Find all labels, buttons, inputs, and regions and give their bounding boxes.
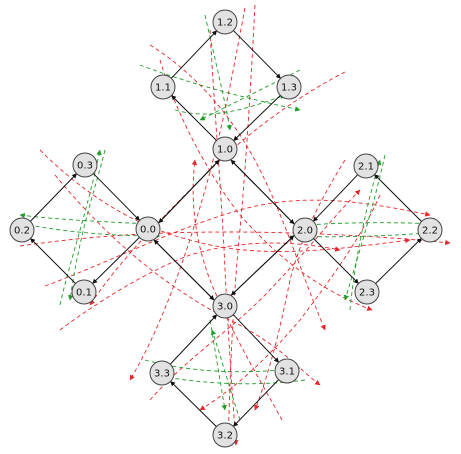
edge-2.0-to-1.0: [230, 159, 295, 225]
edge-2.0-to-2.3: [313, 238, 359, 284]
node-3-2: 3.2: [212, 422, 238, 448]
red-flow-curve: [59, 242, 341, 331]
node-label: 0.3: [77, 161, 93, 172]
green-flow-curve: [139, 64, 301, 112]
node-circle: [274, 358, 300, 384]
edge-0.2-to-0.3: [29, 173, 78, 222]
red-flow-curve: [149, 44, 326, 331]
node-label: 3.3: [154, 369, 170, 380]
node-label: 3.1: [279, 367, 295, 378]
node-label: 1.3: [281, 83, 297, 94]
green-flow-curve: [19, 212, 151, 225]
green-flow-curve: [174, 94, 286, 115]
node-label: 3.0: [217, 302, 233, 313]
node-circle: [212, 422, 238, 448]
node-circle: [212, 9, 238, 35]
green-flow-curve: [209, 319, 227, 411]
green-flow-curve: [59, 149, 102, 306]
node-1-1: 1.1: [150, 74, 176, 100]
node-circle: [417, 217, 443, 243]
node-label: 3.2: [217, 431, 233, 442]
node-label: 2.3: [359, 288, 375, 299]
node-circle: [212, 136, 238, 162]
flow-curves: [14, 4, 451, 446]
red-flow-curve: [149, 189, 361, 401]
node-3-1: 3.1: [274, 358, 300, 384]
node-circle: [150, 74, 176, 100]
node-circle: [353, 153, 379, 179]
red-flow-curve: [191, 159, 283, 421]
node-0-2: 0.2: [9, 217, 35, 243]
red-flow-curve: [19, 231, 451, 247]
node-label: 0.0: [140, 225, 156, 236]
node-label: 2.1: [358, 162, 374, 173]
node-circle: [212, 293, 238, 319]
node-3-3: 3.3: [149, 360, 175, 386]
red-flow-curve: [159, 59, 373, 311]
node-circle: [135, 216, 161, 242]
node-circle: [292, 217, 318, 243]
node-circle: [354, 279, 380, 305]
node-0-1: 0.1: [71, 279, 97, 305]
node-1-3: 1.3: [276, 74, 302, 100]
node-circle: [276, 74, 302, 100]
edge-2.1-to-2.0: [312, 174, 359, 222]
node-0-0: 0.0: [135, 216, 161, 242]
edge-3.0-to-2.0: [230, 235, 295, 296]
graph-nodes: 1.2 1.1 1.3 1.0 0.3 0.2 0.0 0.1 2.1 2.0 2.2 2.3 3.0 3…: [9, 9, 443, 448]
red-flow-curve: [39, 149, 411, 252]
green-flow-curve: [204, 14, 232, 131]
red-flow-curve: [225, 4, 256, 446]
red-flow-curve: [89, 71, 346, 306]
edge-1.2-to-1.3: [233, 30, 281, 79]
node-2-1: 2.1: [353, 153, 379, 179]
edge-0.0-to-0.1: [92, 237, 140, 284]
green-flow-curve: [210, 329, 241, 421]
node-label: 0.1: [76, 288, 92, 299]
node-1-0: 1.0: [212, 136, 238, 162]
node-label: 1.2: [217, 18, 233, 29]
node-label: 2.2: [422, 226, 438, 237]
edge-1.0-to-1.1: [171, 95, 217, 141]
node-2-3: 2.3: [354, 279, 380, 305]
red-flow-curve: [44, 199, 431, 287]
node-circle: [149, 360, 175, 386]
node-circle: [72, 152, 98, 178]
graph-edges: [29, 30, 422, 427]
edge-0.0-to-1.0: [158, 159, 220, 224]
node-1-2: 1.2: [212, 9, 238, 35]
edge-0.3-to-0.0: [93, 173, 140, 221]
red-flow-curve: [209, 29, 239, 446]
node-label: 1.1: [155, 83, 171, 94]
edge-3.3-to-3.0: [169, 314, 218, 365]
edge-3.1-to-3.2: [232, 379, 280, 427]
edge-3.0-to-0.0: [153, 239, 215, 301]
edge-1.1-to-1.2: [170, 30, 218, 79]
node-label: 0.2: [14, 226, 30, 237]
node-label: 1.0: [217, 145, 233, 156]
green-flow-curve: [343, 154, 386, 301]
node-3-0: 3.0: [212, 293, 238, 319]
edge-2.2-to-2.1: [374, 174, 422, 222]
node-label: 2.0: [297, 226, 313, 237]
node-circle: [9, 217, 35, 243]
edge-3.0-to-3.1: [232, 314, 280, 363]
edge-2.3-to-2.2: [375, 238, 422, 284]
red-flow-curve: [254, 159, 346, 411]
red-flow-curve: [54, 174, 321, 386]
node-0-3: 0.3: [72, 152, 98, 178]
edge-0.1-to-0.2: [30, 238, 76, 284]
node-2-0: 2.0: [292, 217, 318, 243]
green-flow-curve: [68, 149, 106, 301]
edge-1.3-to-1.0: [233, 94, 281, 142]
red-flow-curve: [199, 194, 381, 411]
edge-3.2-to-3.3: [170, 381, 217, 427]
node-circle: [71, 279, 97, 305]
node-2-2: 2.2: [417, 217, 443, 243]
